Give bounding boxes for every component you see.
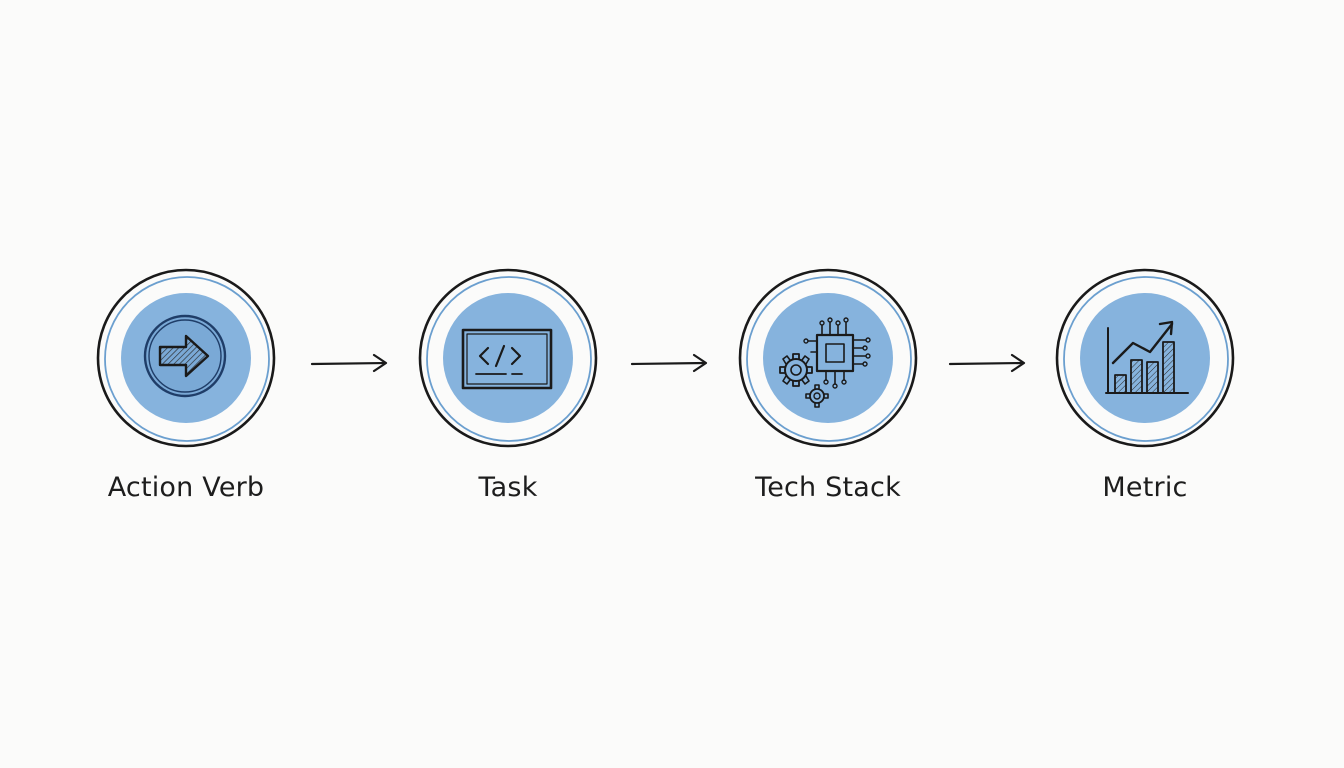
step-circle-fill bbox=[763, 293, 893, 423]
connector-arrow-1 bbox=[310, 353, 388, 373]
step-ring-accent bbox=[1063, 276, 1229, 442]
connector-arrow-3 bbox=[948, 353, 1026, 373]
code-window-icon bbox=[461, 328, 553, 390]
step-ring-accent bbox=[104, 276, 270, 442]
chip-gears-icon bbox=[779, 317, 871, 408]
step-ring-outer bbox=[738, 268, 918, 448]
step-ring-accent bbox=[426, 276, 592, 442]
connector-arrow-2 bbox=[630, 353, 708, 373]
step-ring-accent bbox=[746, 276, 912, 442]
step-label-task: Task bbox=[478, 472, 538, 503]
step-node-task bbox=[418, 268, 598, 448]
step-ring-outer bbox=[96, 268, 276, 448]
step-label-metric: Metric bbox=[1102, 472, 1188, 503]
step-circle-fill bbox=[1080, 293, 1210, 423]
step-label-tech-stack: Tech Stack bbox=[755, 472, 901, 503]
arrow-right-icon bbox=[143, 314, 227, 398]
step-label-action-verb: Action Verb bbox=[107, 472, 265, 503]
step-node-action-verb bbox=[96, 268, 276, 448]
step-ring-outer bbox=[418, 268, 598, 448]
step-node-tech-stack bbox=[738, 268, 918, 448]
bar-chart-trend-icon bbox=[1105, 320, 1189, 394]
step-node-metric bbox=[1055, 268, 1235, 448]
step-circle-fill bbox=[443, 293, 573, 423]
step-ring-outer bbox=[1055, 268, 1235, 448]
